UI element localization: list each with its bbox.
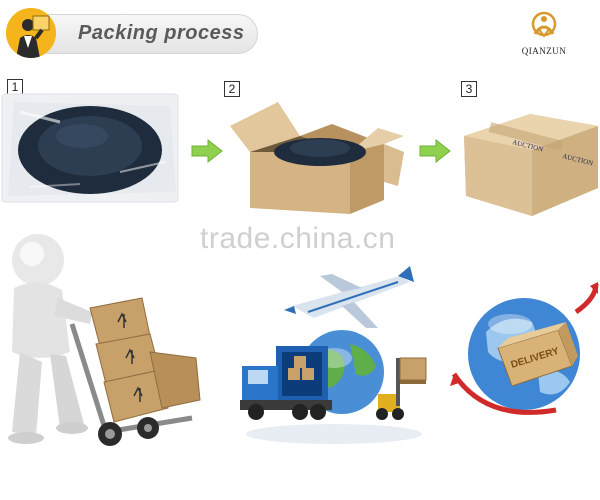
sealed-carton-photo: AUCTION AUCTION: [462, 92, 600, 216]
brand-name: QIANZUN: [521, 46, 567, 56]
global-delivery-illustration: DELIVERY: [446, 282, 600, 434]
hat-in-plastic-bag-photo: [0, 92, 180, 204]
brand-emblem-icon: [531, 11, 557, 38]
figure-with-hand-truck-illustration: [0, 232, 206, 456]
worker-with-box-icon: [6, 8, 56, 58]
arrow-right-icon: [418, 138, 452, 164]
logistics-illustration: [238, 262, 434, 454]
step-number-3: 3: [461, 81, 477, 97]
step-number-2: 2: [224, 81, 240, 97]
header-pill: [28, 14, 258, 54]
arrow-right-icon: [190, 138, 224, 164]
page-title: Packing process: [78, 22, 245, 44]
section-header: Packing process: [6, 8, 258, 58]
watermark: trade.china.cn: [200, 222, 396, 255]
hat-in-open-carton-photo: [228, 96, 406, 216]
brand-logo: QIANZUN: [508, 10, 580, 60]
